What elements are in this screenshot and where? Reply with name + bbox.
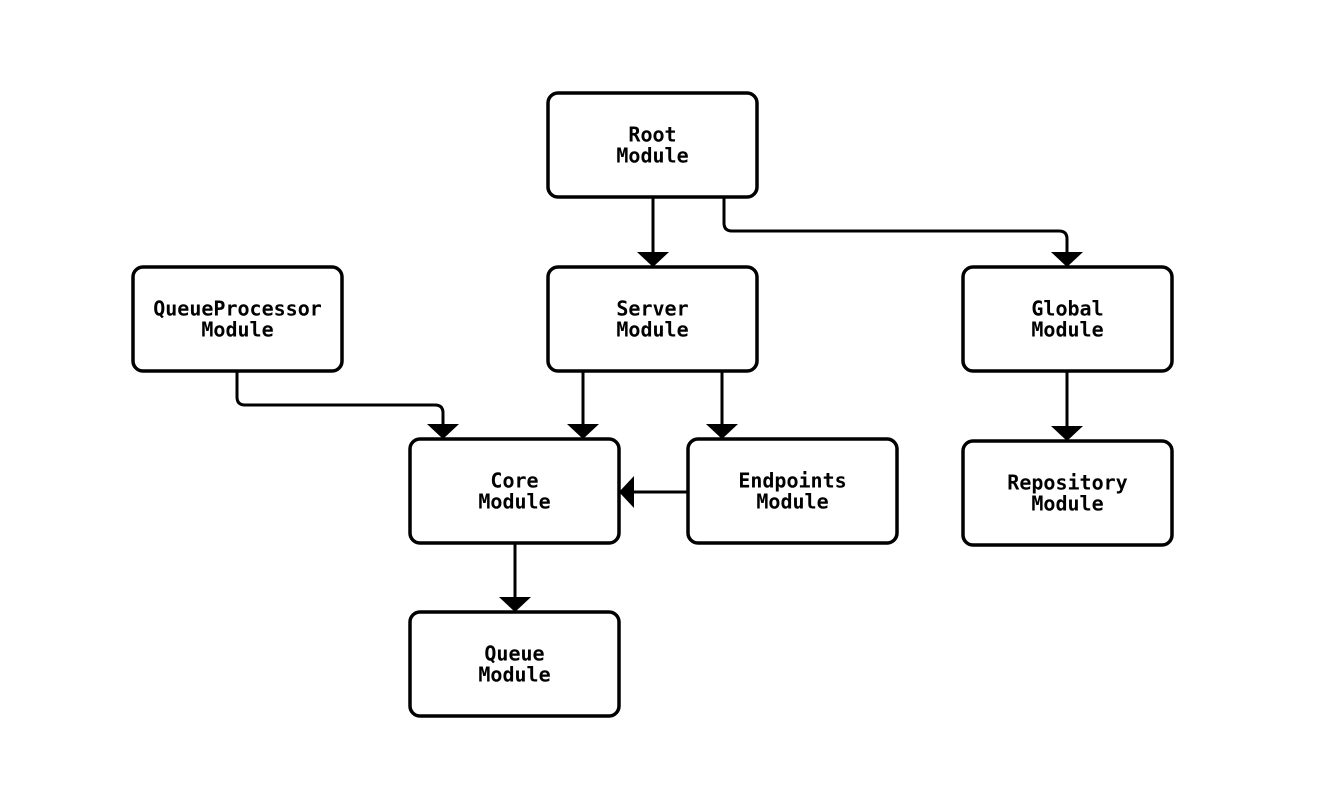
edge-global-to-repository [1051,371,1083,441]
node-box [546,91,759,199]
edge-root-to-global [722,198,1083,267]
edge-root-to-server [637,198,669,267]
node-label-line: Global [1031,297,1103,321]
node-label-line: Repository [1007,471,1127,495]
node-box [408,437,621,545]
node-label-line: Module [616,318,688,342]
edge-server-to-core [567,371,599,439]
edge-server-to-endpoints [706,371,738,439]
arrowhead-icon [637,252,669,267]
edge-line [722,198,1069,252]
node-label-line: Module [478,663,550,687]
arrowhead-icon [567,424,599,439]
edge-line [235,371,445,424]
node-label-line: Module [1031,492,1103,516]
edge-core-to-queue [499,543,531,612]
node-label-line: QueueProcessor [153,297,322,321]
node-box [686,437,899,545]
node-label-line: Endpoints [738,469,846,493]
node-label-line: Server [616,297,688,321]
node-box [408,610,621,718]
arrowhead-icon [706,424,738,439]
arrowhead-icon [1051,426,1083,441]
node-label-line: Root [628,123,676,147]
arrowhead-icon [1051,252,1083,267]
arrowhead-icon [619,476,634,508]
node-label-line: Module [1031,318,1103,342]
node-label-line: Module [201,318,273,342]
node-box [131,265,344,373]
edge-queueprocessor-to-core [235,371,459,439]
node-label-line: Queue [484,642,544,666]
arrowhead-icon [427,424,459,439]
node-label-line: Module [478,490,550,514]
node-box [961,439,1174,547]
node-label-line: Module [756,490,828,514]
node-label-line: Module [616,144,688,168]
arrowhead-icon [499,597,531,612]
node-box [546,265,759,373]
edge-endpoints-to-core [619,476,688,508]
node-label-line: Core [490,469,538,493]
node-box [961,265,1174,373]
